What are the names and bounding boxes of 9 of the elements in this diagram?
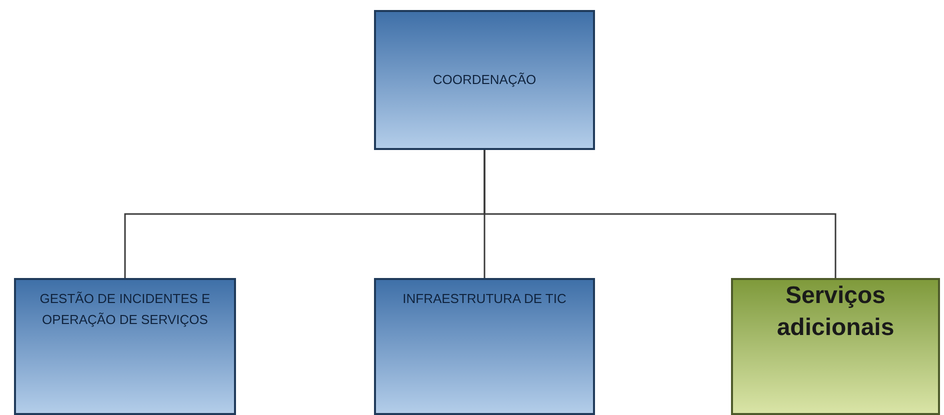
box-label: INFRAESTRUTURA DE TIC (402, 290, 566, 308)
box-label: COORDENAÇÃO (432, 71, 536, 90)
box-label: Serviços adicionais (776, 281, 896, 344)
org-box (731, 278, 940, 415)
org-box (14, 278, 236, 415)
org-box (374, 10, 595, 150)
connector-line (484, 150, 836, 278)
box-label: GESTÃO DE INCIDENTES E OPERAÇÃO DE SERVIÇOS (38, 290, 212, 330)
org-box (374, 278, 595, 415)
